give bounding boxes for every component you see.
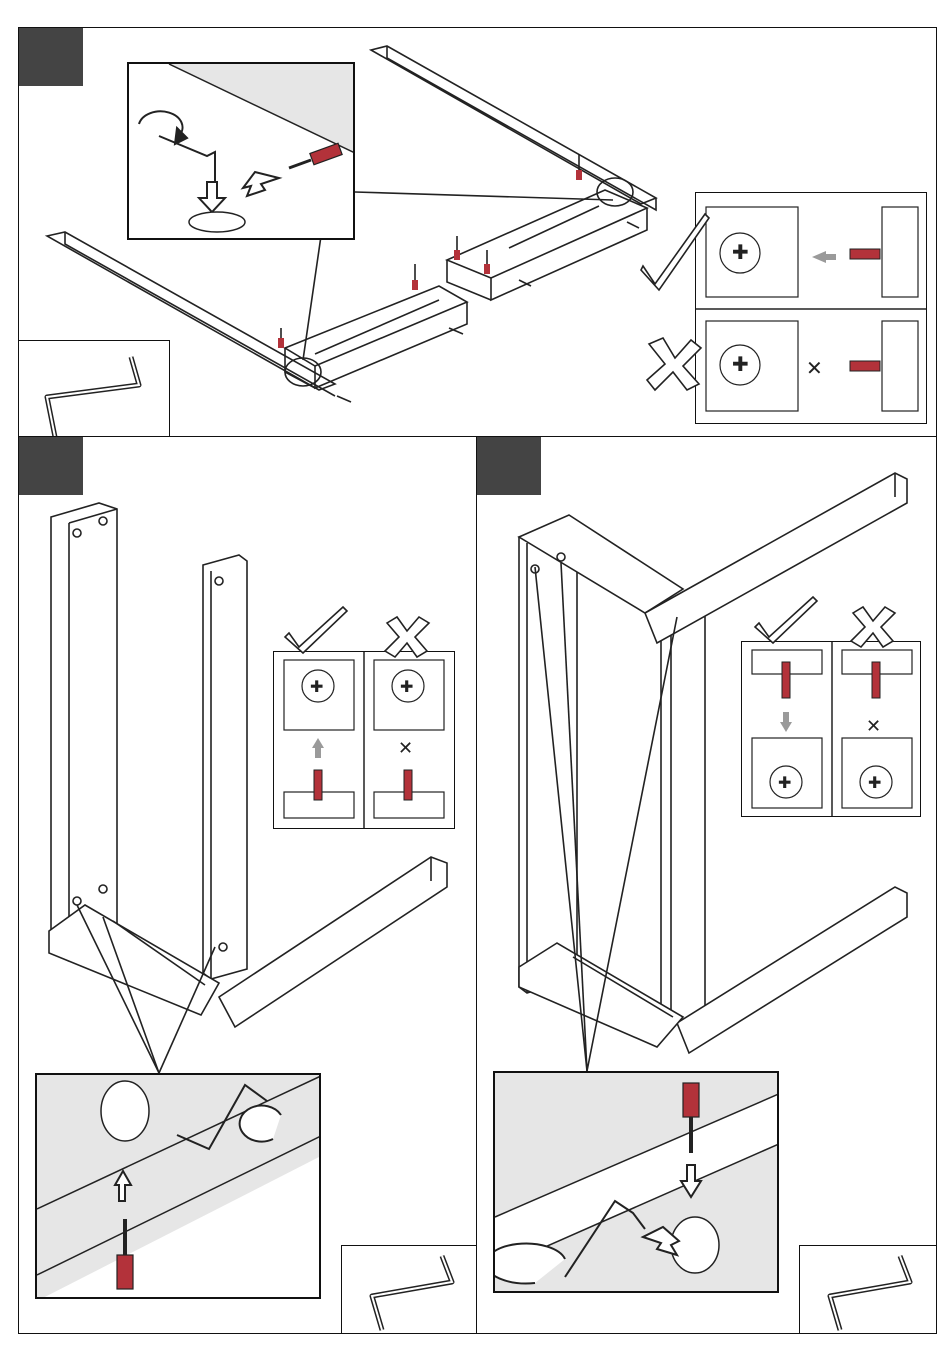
step-2-detail-inset (35, 1073, 321, 1299)
check-mark-icon (641, 214, 709, 290)
step-1-panel: ✚ ✚ ✕ (18, 27, 937, 437)
step-3-tool-box (799, 1245, 937, 1334)
step-3-panel: ✚ ✚ ✕ (476, 436, 937, 1334)
check-mark-icon (755, 597, 817, 643)
cam-lock-icon (671, 1217, 719, 1273)
cam-lock-icon (101, 1081, 149, 1141)
cross-mark-icon (851, 607, 895, 647)
step-2-panel: ✚ ✚ ✕ (18, 436, 478, 1334)
cross-mark-icon (647, 338, 701, 390)
cross-mark-icon (385, 617, 429, 657)
step-2-tool-box (341, 1245, 478, 1334)
step-3-detail-inset (493, 1071, 779, 1293)
step-1-tool-box (18, 340, 170, 437)
check-mark-icon (285, 607, 347, 653)
hex-key-icon (47, 357, 139, 437)
